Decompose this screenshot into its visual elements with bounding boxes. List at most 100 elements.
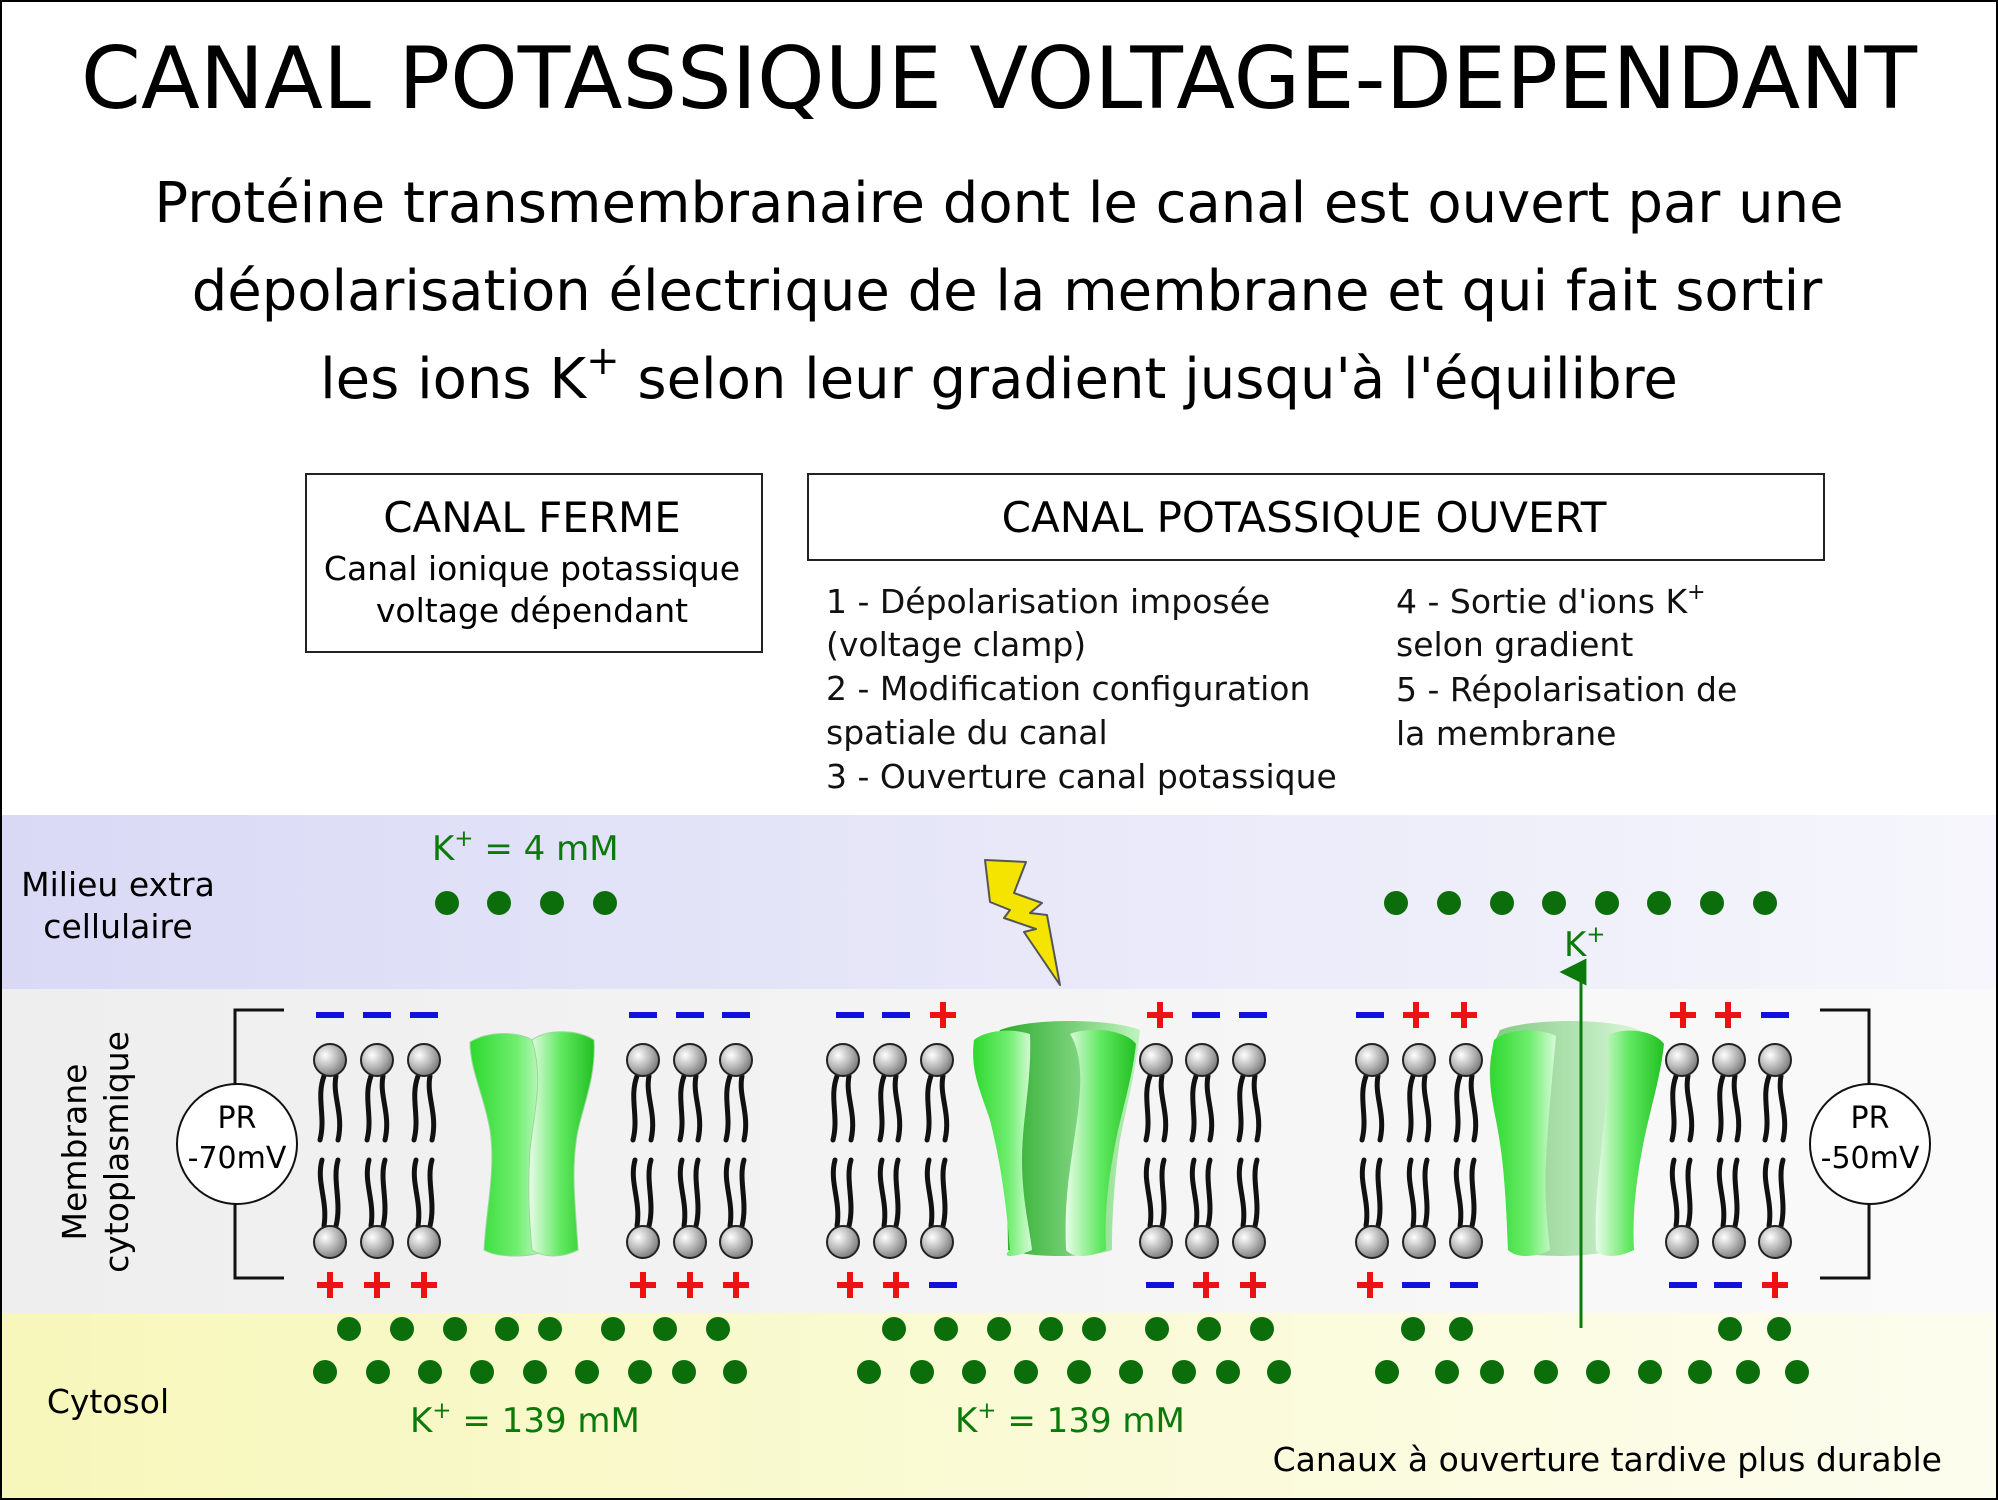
negative-charge bbox=[882, 1012, 910, 1018]
phospholipid bbox=[360, 1043, 394, 1259]
lipid-tail bbox=[364, 1073, 374, 1143]
lipid-head bbox=[873, 1043, 907, 1077]
closed-channel-title: CANAL FERME bbox=[383, 493, 681, 542]
potassium-flux-label: K+ bbox=[1564, 922, 1606, 965]
ion bbox=[1700, 891, 1724, 915]
ion bbox=[1039, 1317, 1063, 1341]
lipid-head bbox=[407, 1043, 441, 1077]
lipid-tail bbox=[1716, 1157, 1727, 1229]
ion bbox=[366, 1360, 390, 1384]
flux-k-sup: + bbox=[1586, 922, 1605, 948]
negative-charge bbox=[1402, 1282, 1430, 1288]
open-channel-box-frame bbox=[807, 473, 1825, 561]
lipid-head bbox=[920, 1225, 954, 1259]
lipid-tail bbox=[1359, 1073, 1369, 1143]
step-1-line-2: (voltage clamp) bbox=[826, 625, 1086, 664]
ion bbox=[1638, 1360, 1662, 1384]
membrane-label: Membrane cytoplasmique bbox=[55, 1031, 136, 1273]
ion bbox=[390, 1317, 414, 1341]
positive-charge bbox=[883, 1272, 909, 1298]
subtitle-line-3-sup: + bbox=[586, 338, 620, 384]
page-title: CANAL POTASSIQUE VOLTAGE-DEPENDANT bbox=[81, 29, 1918, 129]
opening-channel-right-subunit bbox=[1065, 1029, 1136, 1256]
phospholipid bbox=[1758, 1043, 1792, 1259]
lipid-tail bbox=[738, 1073, 749, 1143]
cytosol-ions bbox=[313, 1317, 1809, 1384]
lipid-tail bbox=[364, 1157, 375, 1229]
lipid-head bbox=[1185, 1225, 1219, 1259]
lipid-head bbox=[1232, 1043, 1266, 1077]
negative-charge bbox=[1239, 1012, 1267, 1018]
extra-k-sup: + bbox=[454, 826, 473, 852]
ion bbox=[538, 1317, 562, 1341]
lipid-head bbox=[313, 1225, 347, 1259]
positive-charge bbox=[677, 1272, 703, 1298]
phospholipid bbox=[313, 1043, 347, 1259]
ion bbox=[934, 1317, 958, 1341]
ion bbox=[575, 1360, 599, 1384]
ion bbox=[882, 1317, 906, 1341]
open-channel-box: CANAL POTASSIQUE OUVERT bbox=[807, 473, 1825, 561]
phospholipid bbox=[1232, 1043, 1266, 1259]
lipid-tail bbox=[924, 1073, 934, 1143]
right-potential-circle bbox=[1809, 1083, 1931, 1205]
step-3: 3 - Ouverture canal potassique bbox=[826, 757, 1337, 796]
cytosol-label: Cytosol bbox=[47, 1382, 169, 1421]
phospholipid bbox=[673, 1043, 707, 1259]
lipid-tail bbox=[380, 1157, 388, 1229]
phospholipid bbox=[1185, 1043, 1219, 1259]
ion bbox=[601, 1317, 625, 1341]
lipid-head bbox=[1712, 1043, 1746, 1077]
cyto-mid-k-symbol: K bbox=[955, 1401, 979, 1441]
subtitle-line-1: Protéine transmembranaire dont le canal … bbox=[154, 171, 1843, 236]
subtitle-line-3-start: les ions K bbox=[320, 347, 587, 412]
ion bbox=[1785, 1360, 1809, 1384]
ion bbox=[1490, 891, 1514, 915]
phospholipid bbox=[407, 1043, 441, 1259]
lipid-tail bbox=[892, 1073, 903, 1143]
lipid-tail bbox=[1684, 1073, 1695, 1143]
lipid-tail bbox=[677, 1157, 688, 1229]
extracellular-ions bbox=[435, 891, 1777, 915]
ion bbox=[1437, 891, 1461, 915]
ion bbox=[540, 891, 564, 915]
ion bbox=[523, 1360, 547, 1384]
lipid-head bbox=[1665, 1043, 1699, 1077]
negative-charge bbox=[629, 1012, 657, 1018]
lipid-head bbox=[826, 1043, 860, 1077]
phospholipid bbox=[1449, 1043, 1483, 1259]
closed-channel-desc-1: Canal ionique potassique bbox=[324, 549, 740, 588]
lipid-tail bbox=[692, 1073, 703, 1143]
left-potential-label: PR bbox=[218, 1101, 257, 1136]
lipid-tail bbox=[426, 1073, 437, 1143]
ion bbox=[495, 1317, 519, 1341]
ion bbox=[910, 1360, 934, 1384]
lipid-tail bbox=[1716, 1073, 1726, 1143]
lipid-head bbox=[1402, 1225, 1436, 1259]
step-4-sup: + bbox=[1687, 580, 1705, 605]
lipid-tail bbox=[845, 1073, 856, 1143]
lipid-tail bbox=[1375, 1157, 1383, 1229]
step-1-line-1: 1 - Dépolarisation imposée bbox=[826, 582, 1270, 621]
phospholipid bbox=[719, 1043, 753, 1259]
lipid-head bbox=[1758, 1225, 1792, 1259]
lipid-tail bbox=[630, 1073, 640, 1143]
phospholipid bbox=[1139, 1043, 1173, 1259]
subtitle-line-3-end: selon leur gradient jusqu'à l'équilibre bbox=[620, 347, 1678, 412]
lipid-tail bbox=[1406, 1157, 1417, 1229]
closed-channel-box-frame bbox=[305, 473, 763, 653]
step-5-line-1: 5 - Répolarisation de bbox=[1396, 670, 1737, 709]
negative-charge bbox=[1450, 1282, 1478, 1288]
opening-channel bbox=[973, 1021, 1140, 1256]
lipid-head bbox=[673, 1043, 707, 1077]
closed-channel bbox=[469, 1031, 595, 1257]
ion bbox=[672, 1360, 696, 1384]
lipid-head bbox=[1449, 1225, 1483, 1259]
lipid-tail bbox=[317, 1073, 327, 1143]
lipid-tail bbox=[1669, 1073, 1679, 1143]
ion bbox=[1449, 1317, 1473, 1341]
ion bbox=[435, 891, 459, 915]
steps-list: 1 - Dépolarisation imposée (voltage clam… bbox=[826, 580, 1737, 796]
negative-charge bbox=[1146, 1282, 1174, 1288]
